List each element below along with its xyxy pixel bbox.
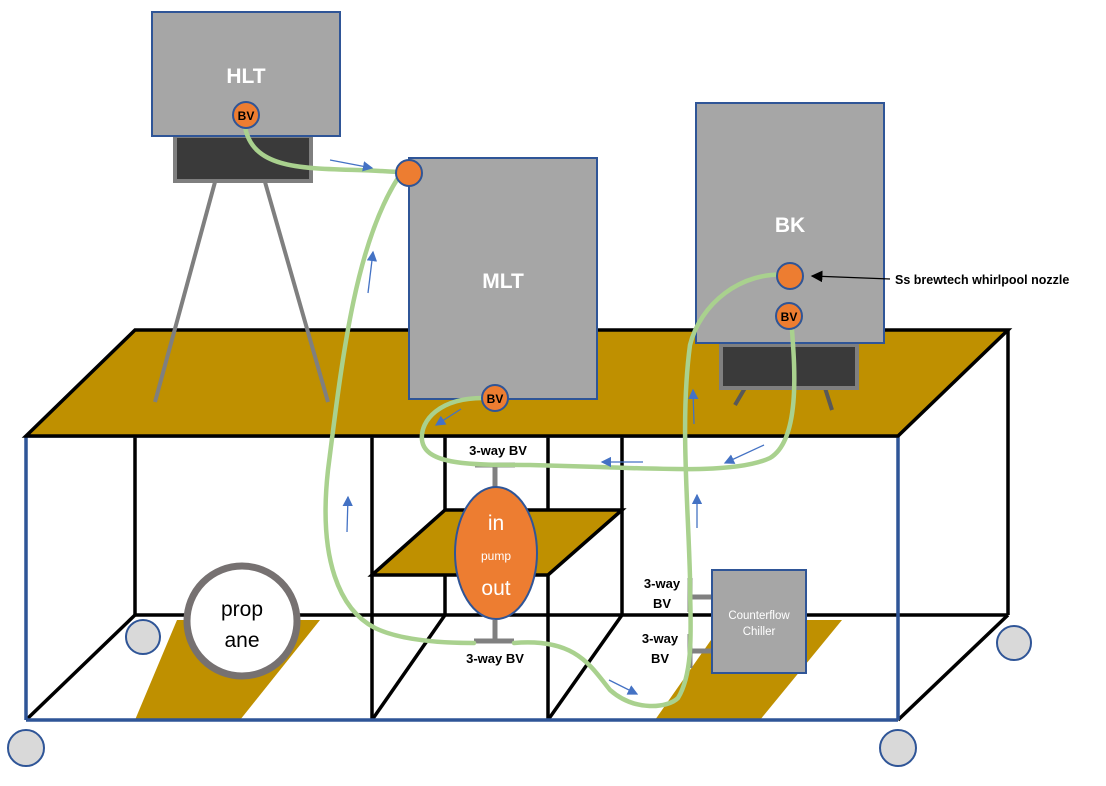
hlt-stand-leg [263, 181, 330, 403]
bk-ball-valve-label: BV [781, 310, 798, 324]
bk-burner-leg [823, 387, 834, 411]
hose-mlt-outlet-loop [419, 327, 797, 472]
flow-arrow-icon [329, 159, 374, 172]
hlt-ball-valve [232, 101, 260, 129]
chiller-label-line2: Chiller [743, 626, 776, 638]
pump-inlet-3way-label: 3-way BV [469, 443, 527, 458]
chiller-upper-3way-label-line1: 3-way [644, 576, 681, 591]
pump-in-label: in [488, 512, 504, 535]
flow-arrow-icon [434, 408, 462, 426]
bk-burner [719, 343, 859, 390]
bk-label: BK [775, 214, 805, 237]
wheel-icon [7, 729, 45, 767]
flow-arrow-icon [342, 495, 353, 533]
flow-arrow-icon [366, 250, 378, 294]
mlt-ball-valve [481, 384, 509, 412]
hose-chiller-to-whirlpool [682, 272, 793, 581]
propane-label-line2: ane [224, 629, 259, 652]
pump-out-label: out [481, 577, 510, 600]
hlt-burner [173, 134, 313, 183]
pump-outlet-3way-label: 3-way BV [466, 651, 524, 666]
chiller-label-line1: Counterflow [728, 610, 790, 622]
mlt-vessel [408, 157, 598, 400]
hlt-stand-leg [153, 181, 217, 403]
bk-ball-valve [775, 302, 803, 330]
table-frame-back [24, 330, 1010, 722]
hose-hlt-to-mlt [242, 124, 412, 176]
mlt-inlet-valve [395, 159, 423, 187]
wheel-icon [879, 729, 917, 767]
wheel-icon [125, 619, 161, 655]
chiller-lower-3way-label-line1: 3-way [642, 631, 679, 646]
whirlpool-annotation: Ss brewtech whirlpool nozzle [895, 273, 1069, 287]
hlt-ball-valve-label: BV [238, 109, 255, 123]
wheel-icon [996, 625, 1032, 661]
chiller-lower-3way-label-line2: BV [651, 651, 669, 666]
flow-arrow-icon [608, 679, 639, 695]
hose-pump-to-chiller [511, 577, 693, 709]
chiller-upper-3way-label-line2: BV [653, 596, 671, 611]
flow-arrow-icon [688, 388, 699, 425]
pump [454, 486, 538, 620]
mlt-label: MLT [482, 270, 524, 293]
mlt-ball-valve-label: BV [487, 392, 504, 406]
bk-burner-leg [733, 386, 747, 407]
propane-tank [183, 562, 301, 680]
flow-arrows [329, 159, 765, 695]
pump-label: pump [481, 549, 511, 563]
propane-label-line1: prop [221, 598, 263, 621]
bk-whirlpool-nozzle [776, 262, 804, 290]
counterflow-chiller [711, 569, 807, 674]
whirlpool-pointer-arrow [810, 270, 891, 283]
hoses [242, 124, 797, 709]
hlt-label: HLT [226, 65, 265, 88]
flow-arrow-icon [723, 444, 765, 464]
hose-mlt-top-to-pump-out [323, 175, 477, 646]
